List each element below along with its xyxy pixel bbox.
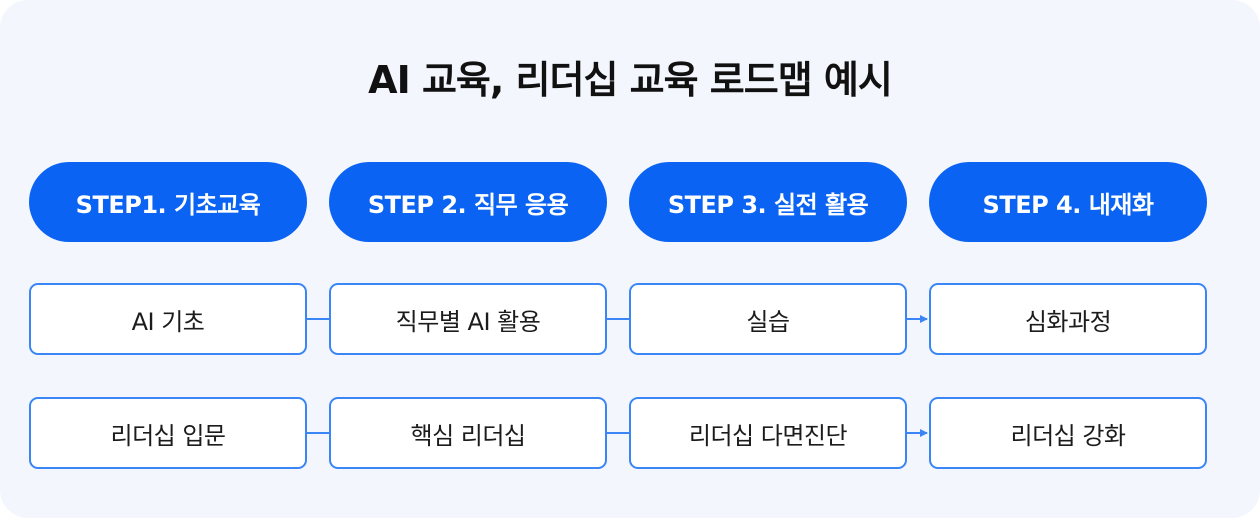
ai-track-box-1: AI 기초 <box>29 283 307 355</box>
step-2-pill: STEP 2. 직무 응용 <box>329 162 607 242</box>
step-3-pill: STEP 3. 실전 활용 <box>629 162 907 242</box>
ai-track-box-3: 실습 <box>629 283 907 355</box>
leadership-track-box-1: 리더십 입문 <box>29 397 307 469</box>
ai-track-box-2: 직무별 AI 활용 <box>329 283 607 355</box>
step-4-pill: STEP 4. 내재화 <box>929 162 1207 242</box>
leadership-track-box-4: 리더십 강화 <box>929 397 1207 469</box>
step-1-pill: STEP1. 기초교육 <box>29 162 307 242</box>
ai-track-box-4: 심화과정 <box>929 283 1207 355</box>
leadership-track-box-2: 핵심 리더십 <box>329 397 607 469</box>
leadership-track-box-3: 리더십 다면진단 <box>629 397 907 469</box>
page-title: AI 교육, 리더십 교육 로드맵 예시 <box>368 58 893 102</box>
